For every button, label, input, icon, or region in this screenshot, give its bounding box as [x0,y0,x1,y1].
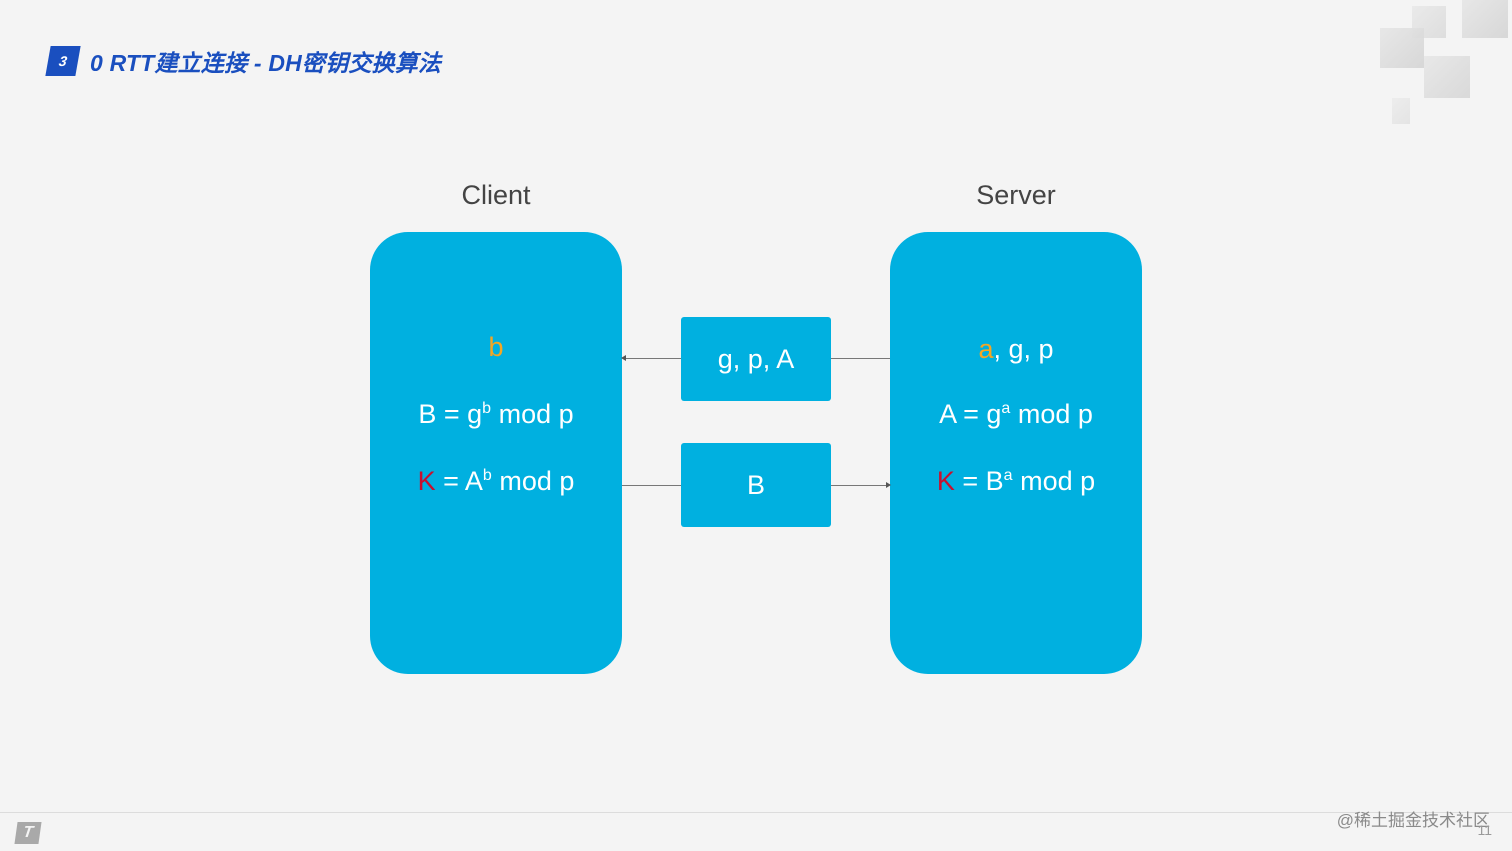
page-number: 11 [1477,822,1492,838]
decorative-square [1412,6,1446,38]
formula-exponent: a [1001,400,1011,417]
decorative-square [1462,0,1508,38]
shared-key-symbol: K [936,466,955,496]
server-label: Server [976,180,1056,210]
formula-lhs: = A [435,466,483,496]
arrow-from-client-line [622,485,681,486]
formula-lhs: A = g [939,399,1002,429]
client-shared-key-formula: K = Ab mod p [370,466,622,497]
formula-rhs: mod p [491,466,575,496]
slide-title: 0 RTT建立连接 - DH密钥交换算法 [90,50,442,76]
message-server-to-client: g, p, A [681,317,831,401]
formula-rhs: mod p [1010,399,1093,429]
arrow-from-server-line [831,358,890,359]
decorative-square [1424,56,1470,98]
arrow-to-server-line [831,485,886,486]
formula-exponent: b [482,400,492,417]
section-number-badge: 3 [45,46,81,76]
arrow-right-head-icon [886,482,891,488]
decorative-square [1392,98,1410,124]
client-label: Client [461,180,531,210]
formula-rhs: mod p [1012,466,1096,496]
server-public-key-formula: A = ga mod p [890,399,1142,430]
formula-exponent: b [482,467,492,484]
slide-header: 3 0 RTT建立连接 - DH密钥交换算法 [45,45,442,77]
message-client-to-server: B [681,443,831,527]
server-secret: a [978,334,994,364]
server-box: a, g, p A = ga mod p K = Ba mod p [890,232,1142,674]
client-secret-line: b [370,332,622,363]
client-public-key-formula: B = gb mod p [370,399,622,430]
client-secret: b [488,332,504,362]
footer-logo-icon: T [14,822,42,844]
formula-lhs: = B [954,466,1004,496]
client-box: b B = gb mod p K = Ab mod p [370,232,622,674]
formula-exponent: a [1003,467,1013,484]
shared-key-symbol: K [417,466,436,496]
formula-rhs: mod p [491,399,574,429]
footer-divider [0,812,1512,813]
server-params-line: a, g, p [890,334,1142,365]
arrow-left-head-icon [621,355,626,361]
watermark: @稀土掘金技术社区 [1336,811,1490,830]
server-params: , g, p [993,334,1054,364]
formula-lhs: B = g [418,399,483,429]
arrow-to-client-line [626,358,681,359]
server-shared-key-formula: K = Ba mod p [890,466,1142,497]
